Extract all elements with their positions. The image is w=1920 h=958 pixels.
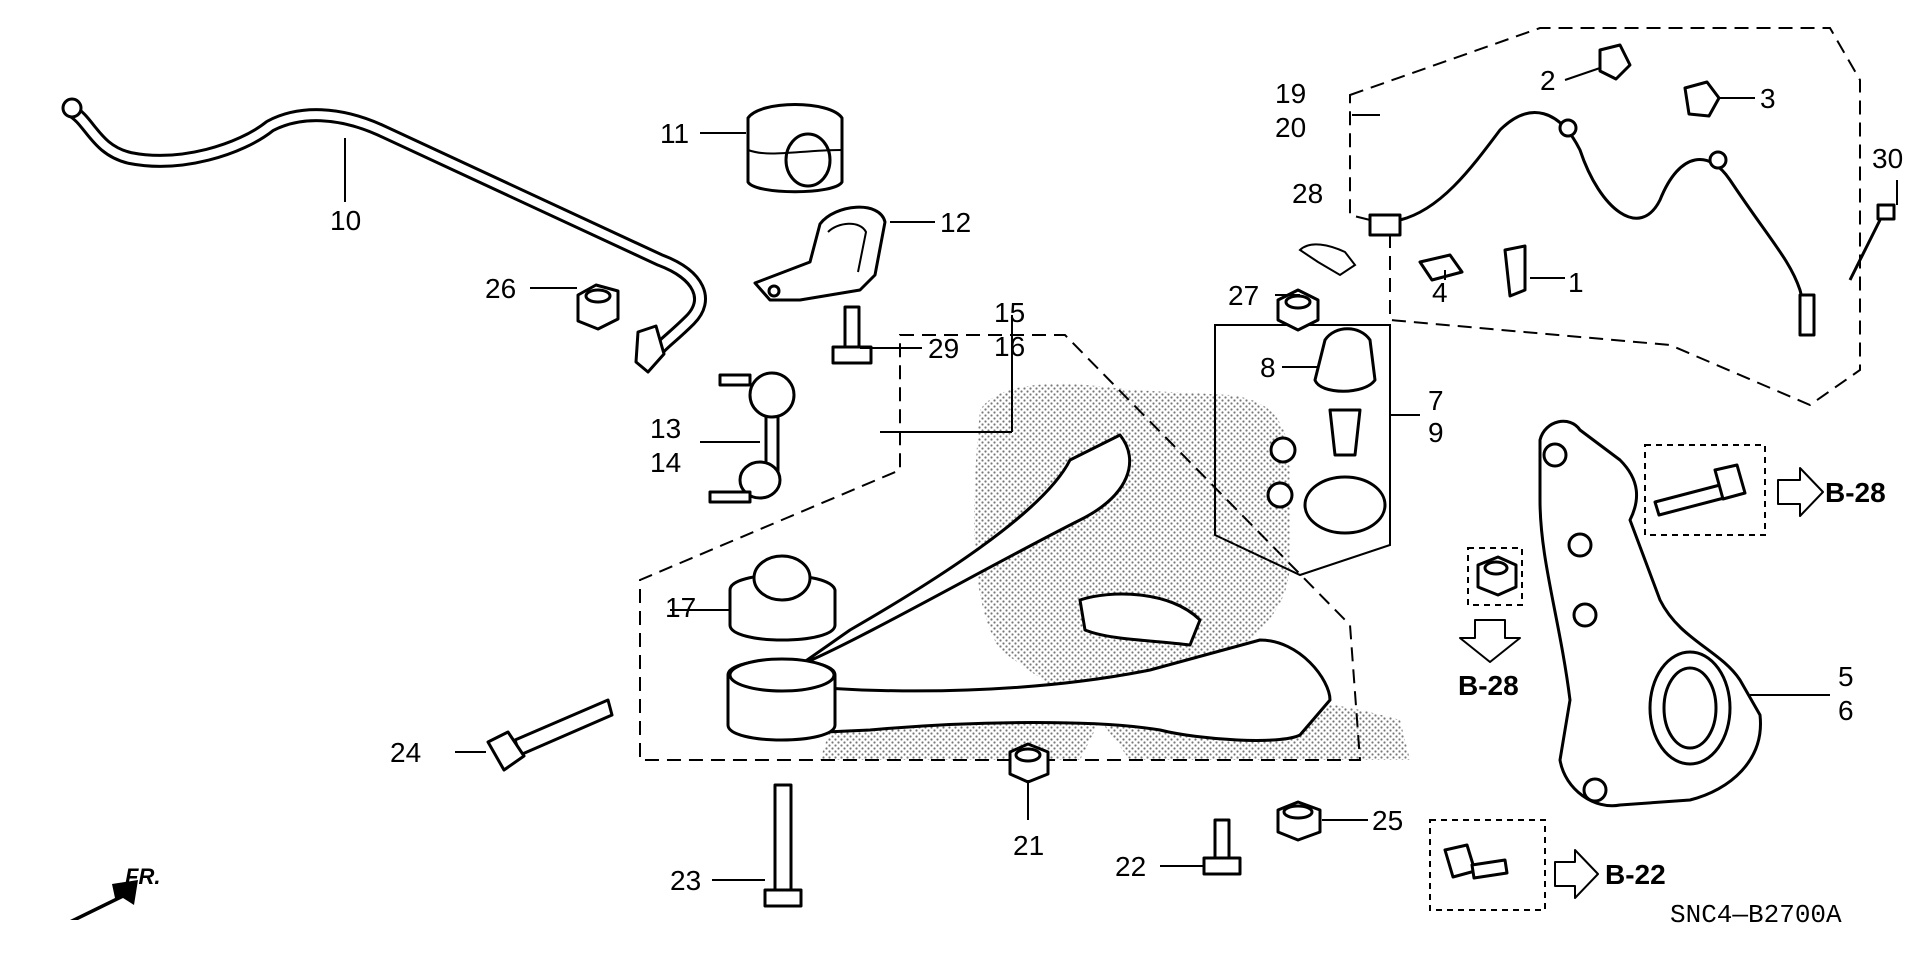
diagram-code: SNC4—B2700A: [1670, 900, 1842, 930]
callout-25: 25: [1372, 805, 1403, 836]
callout-19: 19: [1275, 78, 1306, 109]
callout-23: 23: [670, 865, 701, 896]
front-direction-arrow: [70, 880, 138, 920]
bolt-23: [763, 783, 803, 908]
callout-26: 26: [485, 273, 516, 304]
callout-2: 2: [1540, 65, 1556, 96]
callout-21: 21: [1013, 830, 1044, 861]
callout-17: 17: [665, 592, 696, 623]
ref-label-bottom: B-22: [1605, 859, 1666, 890]
reference-labels: B-28 B-28 B-22: [1458, 477, 1886, 890]
nut-26: [576, 283, 620, 331]
leader-lines: [344, 67, 1898, 881]
bolt-22: [1202, 818, 1242, 876]
callout-5: 5: [1838, 661, 1854, 692]
stabilizer-link: [708, 371, 796, 504]
callout-6: 6: [1838, 695, 1854, 726]
callout-22: 22: [1115, 851, 1146, 882]
wheel-sensor-group: [1349, 27, 1896, 407]
direction-label: FR.: [125, 864, 160, 889]
callout-labels: 1 2 3 4 5 6 7 8 9 10 11 12 13 14 15 16 1…: [330, 65, 1903, 896]
callout-11: 11: [660, 118, 689, 149]
callout-15: 15: [994, 297, 1025, 328]
callout-3: 3: [1760, 83, 1776, 114]
ref-arrow-right: [1777, 467, 1824, 517]
nut-21: [1008, 742, 1050, 784]
nut-25: [1276, 800, 1322, 842]
ref-arrow-down: [1459, 619, 1521, 663]
lower-arm-assembly: [639, 334, 1362, 761]
steering-knuckle: [1538, 419, 1762, 808]
callout-29: 29: [928, 333, 959, 364]
nut-27: [1276, 288, 1320, 332]
callout-12: 12: [940, 207, 971, 238]
bushing-holder: [753, 205, 887, 302]
callout-27: 27: [1228, 280, 1259, 311]
stabilizer-bar: [61, 97, 707, 374]
knuckle-nut: [1467, 547, 1523, 606]
ref-label-down: B-28: [1458, 670, 1519, 701]
callout-9: 9: [1428, 417, 1444, 448]
callout-1: 1: [1568, 267, 1584, 298]
callout-14: 14: [650, 447, 681, 478]
bushing-ring: [726, 657, 837, 742]
callout-10: 10: [330, 205, 361, 236]
bolt-24: [486, 698, 614, 772]
bolt-29: [831, 305, 873, 365]
callout-13: 13: [650, 413, 681, 444]
callout-4: 4: [1432, 277, 1448, 308]
callout-30: 30: [1872, 143, 1903, 174]
stabilizer-bushing: [746, 103, 844, 194]
callout-16: 16: [994, 331, 1025, 362]
callout-24: 24: [390, 737, 421, 768]
knuckle-bolt-upper: [1644, 444, 1766, 536]
callout-7: 7: [1428, 385, 1444, 416]
callout-20: 20: [1275, 112, 1306, 143]
callout-8: 8: [1260, 352, 1276, 383]
ref-label-right: B-28: [1825, 477, 1886, 508]
knuckle-bolt-lower: [1429, 819, 1546, 911]
compliance-bushing: [728, 554, 837, 642]
ball-joint-group: [1214, 324, 1391, 577]
ref-arrow-bottom: [1554, 849, 1599, 899]
callout-28: 28: [1292, 178, 1323, 209]
clip-28: [1298, 243, 1357, 277]
